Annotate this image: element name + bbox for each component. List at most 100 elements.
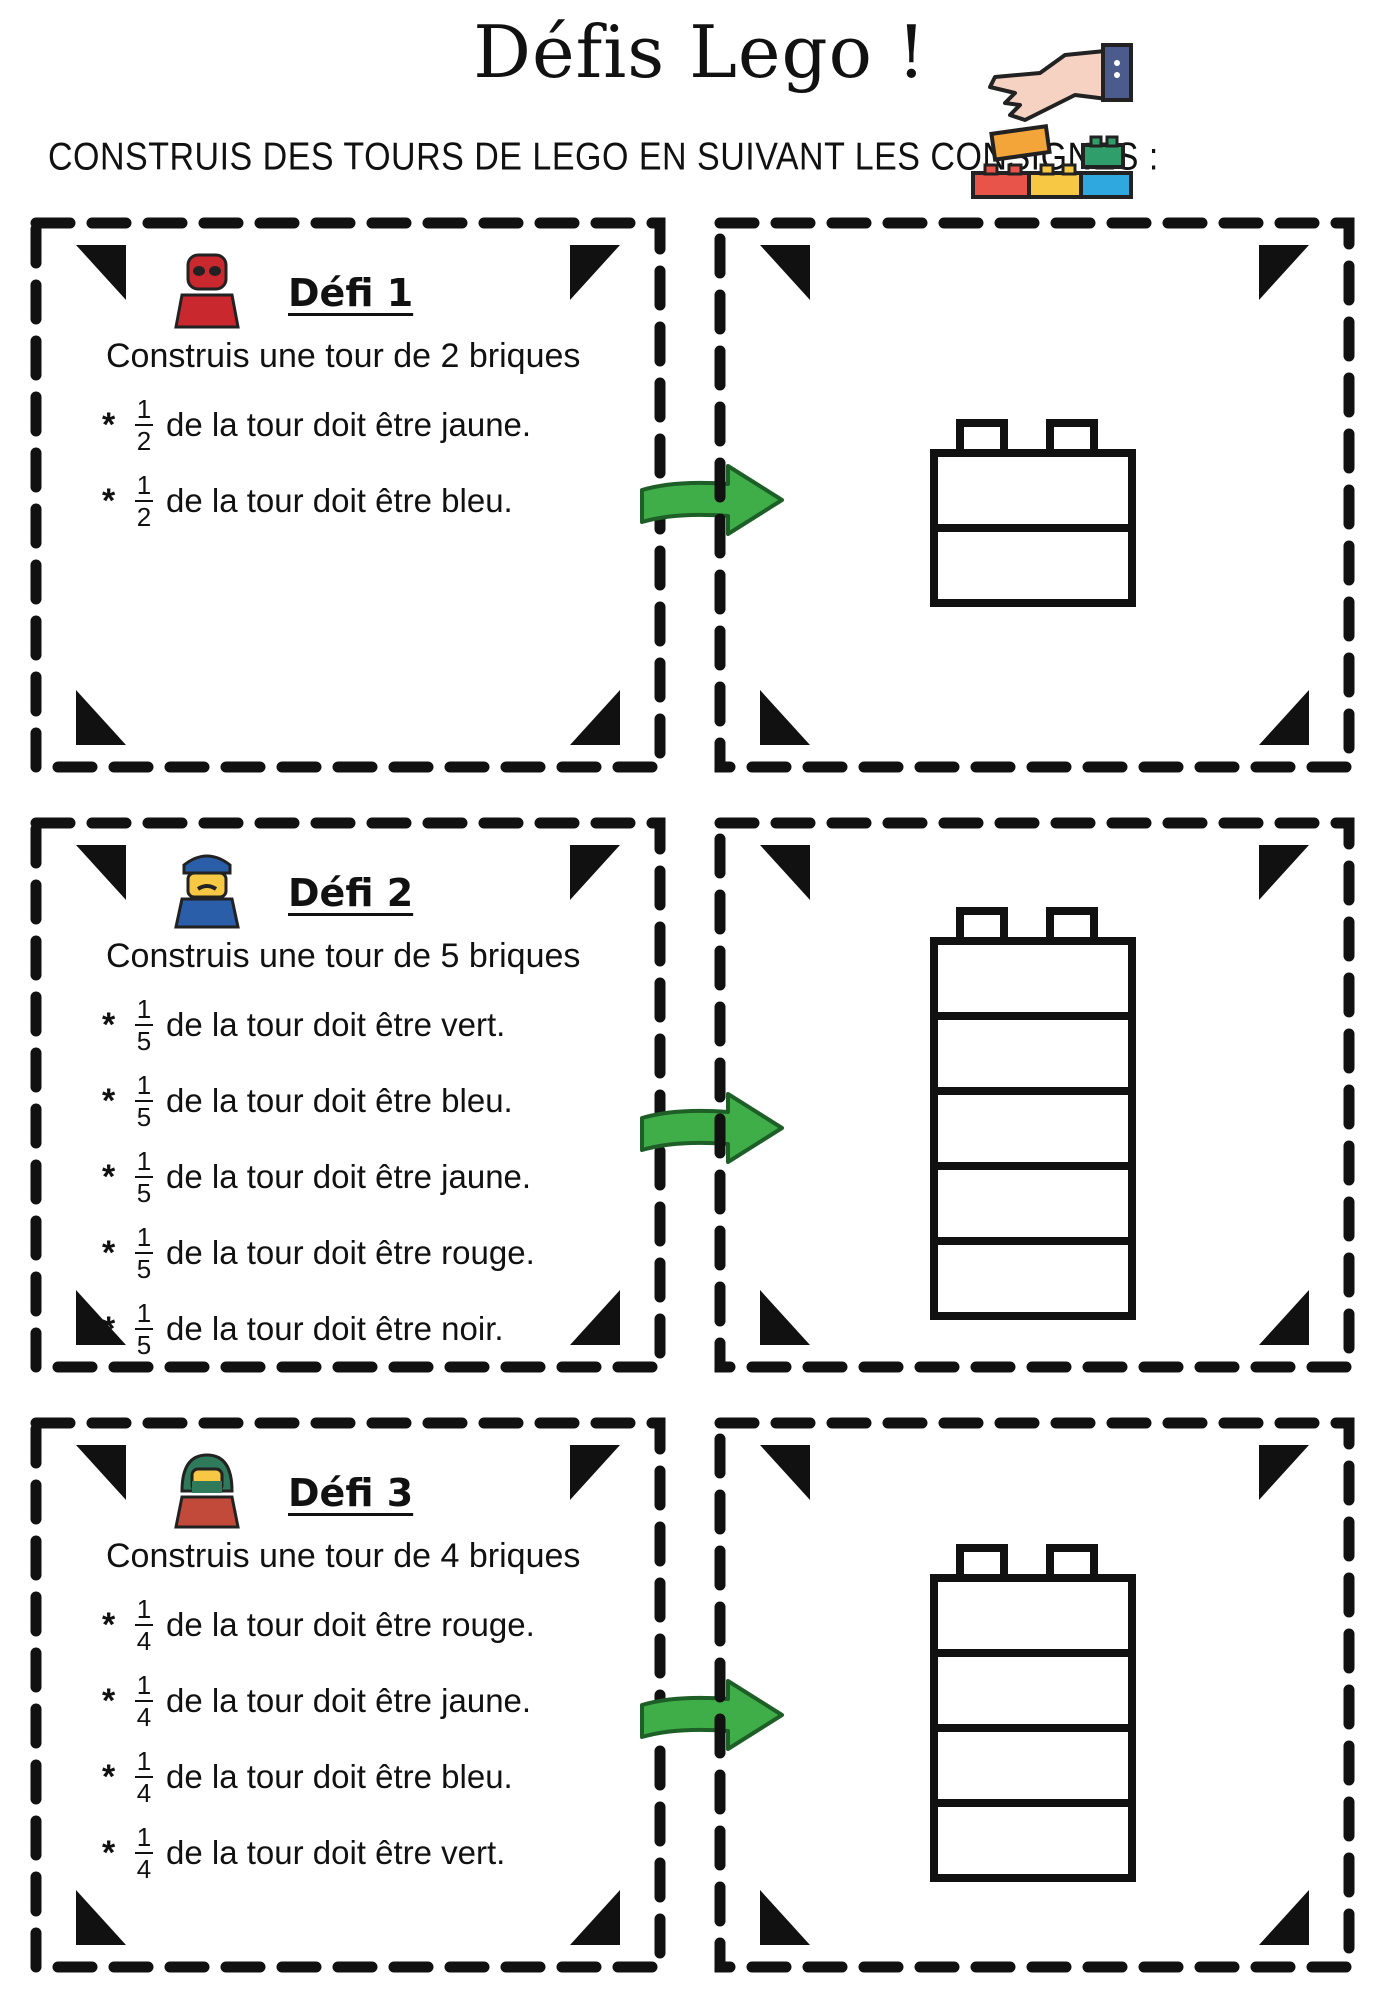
fraction-denominator: 5 bbox=[136, 1178, 152, 1208]
fraction-rule-text: de la tour doit être vert. bbox=[166, 1834, 506, 1871]
fraction-rule-text: de la tour doit être jaune. bbox=[166, 1158, 532, 1195]
corner-top-left-ornament bbox=[760, 1445, 810, 1500]
bullet-star: * bbox=[102, 1309, 116, 1348]
fraction-rule-text: de la tour doit être jaune. bbox=[166, 406, 532, 443]
corner-bottom-left-ornament bbox=[76, 690, 126, 745]
green-arrow-icon bbox=[640, 464, 784, 536]
fraction-bar bbox=[135, 1252, 153, 1254]
tower-brick[interactable] bbox=[930, 1011, 1136, 1095]
fraction-rule-text: de la tour doit être bleu. bbox=[166, 1758, 513, 1795]
fraction-rule-text: de la tour doit être bleu. bbox=[166, 1082, 513, 1119]
answer-card bbox=[712, 1415, 1357, 1975]
fraction-bar bbox=[135, 1328, 153, 1330]
bullet-star: * bbox=[102, 405, 116, 444]
challenge-title: Défi 1 bbox=[288, 271, 414, 315]
corner-bottom-right-ornament bbox=[1259, 1290, 1309, 1345]
answer-card-border bbox=[714, 817, 1355, 1373]
corner-top-right-ornament bbox=[1259, 845, 1309, 900]
corner-top-right-ornament bbox=[1259, 245, 1309, 300]
challenge-title: Défi 2 bbox=[288, 871, 414, 915]
fraction-numerator: 1 bbox=[136, 470, 152, 500]
tower-brick[interactable] bbox=[930, 1161, 1136, 1245]
fraction-denominator: 4 bbox=[136, 1702, 152, 1732]
bullet-star: * bbox=[102, 1005, 116, 1044]
fraction-bar bbox=[135, 1024, 153, 1026]
fraction-bar bbox=[135, 1176, 153, 1178]
fraction-denominator: 4 bbox=[136, 1626, 152, 1656]
bullet-star: * bbox=[102, 1081, 116, 1120]
police-minifig-icon bbox=[174, 854, 240, 929]
fraction-bar bbox=[135, 1624, 153, 1626]
fraction-numerator: 1 bbox=[136, 1222, 152, 1252]
tower-brick[interactable] bbox=[930, 1574, 1136, 1657]
corner-top-right-ornament bbox=[570, 245, 620, 300]
green-arrow-icon bbox=[640, 1679, 784, 1751]
bullet-star: * bbox=[102, 1757, 116, 1796]
fraction-bar bbox=[135, 1100, 153, 1102]
fraction-denominator: 5 bbox=[136, 1026, 152, 1056]
corner-bottom-left-ornament bbox=[760, 1290, 810, 1345]
empty-brick-tower bbox=[930, 419, 1136, 607]
tower-brick[interactable] bbox=[930, 1236, 1136, 1320]
fraction-rule-text: de la tour doit être rouge. bbox=[166, 1606, 535, 1643]
fraction-rule-text: de la tour doit être rouge. bbox=[166, 1234, 535, 1271]
tower-brick[interactable] bbox=[930, 1799, 1136, 1882]
fraction-numerator: 1 bbox=[136, 1594, 152, 1624]
bullet-star: * bbox=[102, 1605, 116, 1644]
answer-card bbox=[712, 215, 1357, 775]
fraction-denominator: 2 bbox=[136, 502, 152, 532]
answer-card-border bbox=[714, 1417, 1355, 1973]
fraction-denominator: 5 bbox=[136, 1254, 152, 1284]
hooded-minifig-icon bbox=[174, 1453, 240, 1529]
fraction-numerator: 1 bbox=[136, 1298, 152, 1328]
lego-bricks-icon bbox=[971, 123, 1133, 199]
fraction-denominator: 5 bbox=[136, 1102, 152, 1132]
fraction-numerator: 1 bbox=[136, 1070, 152, 1100]
empty-brick-tower bbox=[930, 906, 1136, 1320]
fraction-denominator: 4 bbox=[136, 1854, 152, 1884]
hand-icon bbox=[988, 43, 1133, 122]
fraction-rule-text: de la tour doit être bleu. bbox=[166, 482, 513, 519]
fraction-numerator: 1 bbox=[136, 1146, 152, 1176]
green-arrow-icon bbox=[640, 1092, 784, 1164]
tower-brick[interactable] bbox=[930, 1724, 1136, 1807]
fraction-bar bbox=[135, 500, 153, 502]
tower-brick[interactable] bbox=[930, 1086, 1136, 1170]
fraction-bar bbox=[135, 1776, 153, 1778]
corner-top-left-ornament bbox=[760, 845, 810, 900]
tower-brick[interactable] bbox=[930, 936, 1136, 1020]
fraction-bar bbox=[135, 424, 153, 426]
fraction-rule-text: de la tour doit être noir. bbox=[166, 1310, 504, 1347]
corner-top-left-ornament bbox=[76, 1445, 126, 1500]
hand-with-brick-icon bbox=[971, 43, 1133, 199]
bullet-star: * bbox=[102, 481, 116, 520]
fraction-denominator: 5 bbox=[136, 1330, 152, 1360]
corner-top-left-ornament bbox=[760, 245, 810, 300]
challenge-instruction: Construis une tour de 4 briques bbox=[106, 1537, 581, 1575]
fraction-bar bbox=[135, 1852, 153, 1854]
tower-brick[interactable] bbox=[930, 524, 1136, 607]
tower-brick[interactable] bbox=[930, 1649, 1136, 1732]
fraction-numerator: 1 bbox=[136, 1670, 152, 1700]
fraction-bar bbox=[135, 1700, 153, 1702]
challenge-instruction: Construis une tour de 2 briques bbox=[106, 337, 581, 375]
corner-bottom-left-ornament bbox=[760, 1890, 810, 1945]
corner-top-right-ornament bbox=[570, 1445, 620, 1500]
tower-brick[interactable] bbox=[930, 449, 1136, 532]
